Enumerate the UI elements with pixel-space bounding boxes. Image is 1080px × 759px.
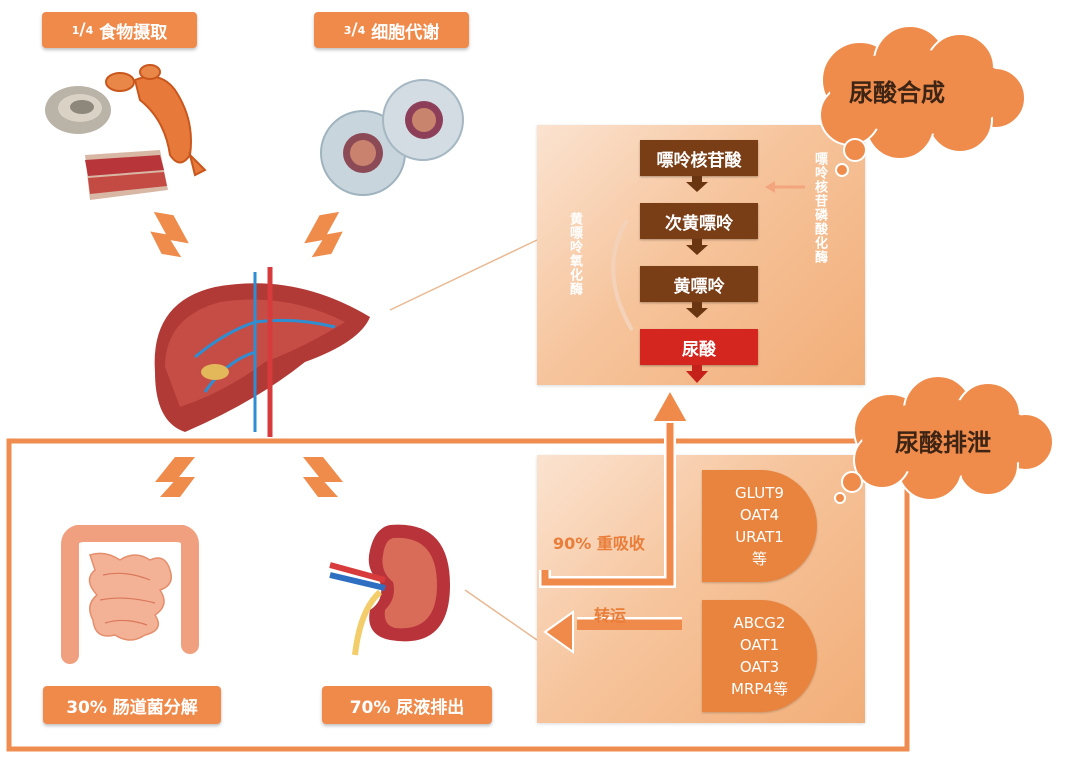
down-arrow-icon [686, 176, 708, 192]
synthesis-cloud-label: 尿酸合成 [849, 73, 945, 108]
arrow-up-icon [650, 387, 690, 423]
step-label: 尿酸 [682, 339, 716, 360]
food-illustration [45, 64, 207, 200]
excretion-cloud-text: 尿酸排泄 [895, 429, 991, 457]
enzyme-xanthine-oxidase: 黄嘌呤氧化酶 [565, 212, 584, 296]
transport-text: 转运 [594, 606, 627, 625]
step-label: 次黄嘌呤 [665, 213, 733, 234]
reabsorb-label: 90% 重吸收 [553, 530, 645, 554]
arrow-left-icon [543, 610, 574, 654]
cell-fraction-denominator: 4 [357, 23, 366, 37]
kidney-illustration [329, 524, 450, 656]
synthesis-cloud [819, 25, 1026, 177]
chevron-down-left-icon [155, 457, 195, 497]
step-uric-acid: 尿酸 [640, 329, 758, 365]
food-fraction-denominator: 4 [85, 23, 94, 37]
synthesis-arrows [611, 176, 805, 383]
liver-illustration [154, 267, 370, 437]
down-arrow-icon [686, 365, 708, 383]
food-intake-label: 1/4 食物摄取 [42, 12, 197, 48]
step-hypoxanthine: 次黄嘌呤 [640, 203, 758, 239]
cell-metabolism-label: 3/4 细胞代谢 [314, 12, 469, 48]
reabsorb-transporters: GLUT9 OAT4 URAT1 等 [702, 470, 817, 582]
secrete-transporters: ABCG2 OAT1 OAT3 MRP4等 [702, 600, 817, 712]
transporter-item: ABCG2 [733, 614, 786, 632]
enzyme-curve-arrow [611, 218, 634, 332]
chevron-down-left-icon [304, 211, 343, 258]
cells-illustration [320, 79, 464, 196]
urine-excretion-label: 70% 尿液排出 [322, 686, 492, 724]
step-xanthine: 黄嘌呤 [640, 266, 758, 302]
food-intake-text: 食物摄取 [99, 22, 168, 43]
enzyme-xanthine-oxidase-text: 黄嘌呤氧化酶 [567, 212, 582, 296]
transporter-item: URAT1 [735, 528, 784, 546]
cell-metabolism-text: 细胞代谢 [371, 22, 440, 43]
chevron-down-right-icon [303, 457, 343, 497]
transporter-item: MRP4等 [731, 680, 788, 698]
urine-excretion-text: 70% 尿液排出 [349, 697, 465, 718]
transporter-item: OAT1 [739, 636, 780, 654]
excretion-cloud [834, 375, 1054, 504]
reabsorb-text: 90% 重吸收 [553, 534, 645, 553]
transporter-item: OAT3 [739, 658, 780, 676]
step-purine-nucleotide: 嘌呤核苷酸 [640, 140, 758, 176]
food-fraction-numerator: 1 [71, 23, 80, 37]
step-label: 黄嘌呤 [673, 276, 725, 297]
transporter-item: 等 [751, 550, 767, 568]
down-arrow-icon [686, 302, 708, 318]
enzyme-pnp-text: 嘌呤核苷磷酸化酶 [812, 152, 827, 264]
cell-fraction-numerator: 3 [343, 23, 352, 37]
gut-decomposition-text: 30% 肠道菌分解 [66, 697, 198, 718]
gut-decomposition-label: 30% 肠道菌分解 [43, 686, 221, 724]
synthesis-cloud-text: 尿酸合成 [849, 79, 945, 107]
intestine-illustration [61, 525, 199, 664]
excretion-cloud-label: 尿酸排泄 [895, 423, 991, 458]
chevron-down-right-icon [150, 211, 189, 258]
transport-label: 转运 [594, 602, 626, 626]
arrow-left-icon [765, 181, 775, 193]
enzyme-pnp: 嘌呤核苷磷酸化酶 [810, 152, 829, 264]
step-label: 嘌呤核苷酸 [656, 150, 742, 171]
excretion-arrows [539, 387, 690, 630]
transporter-item: GLUT9 [735, 484, 784, 502]
down-arrow-icon [686, 239, 708, 255]
transporter-item: OAT4 [739, 506, 780, 524]
